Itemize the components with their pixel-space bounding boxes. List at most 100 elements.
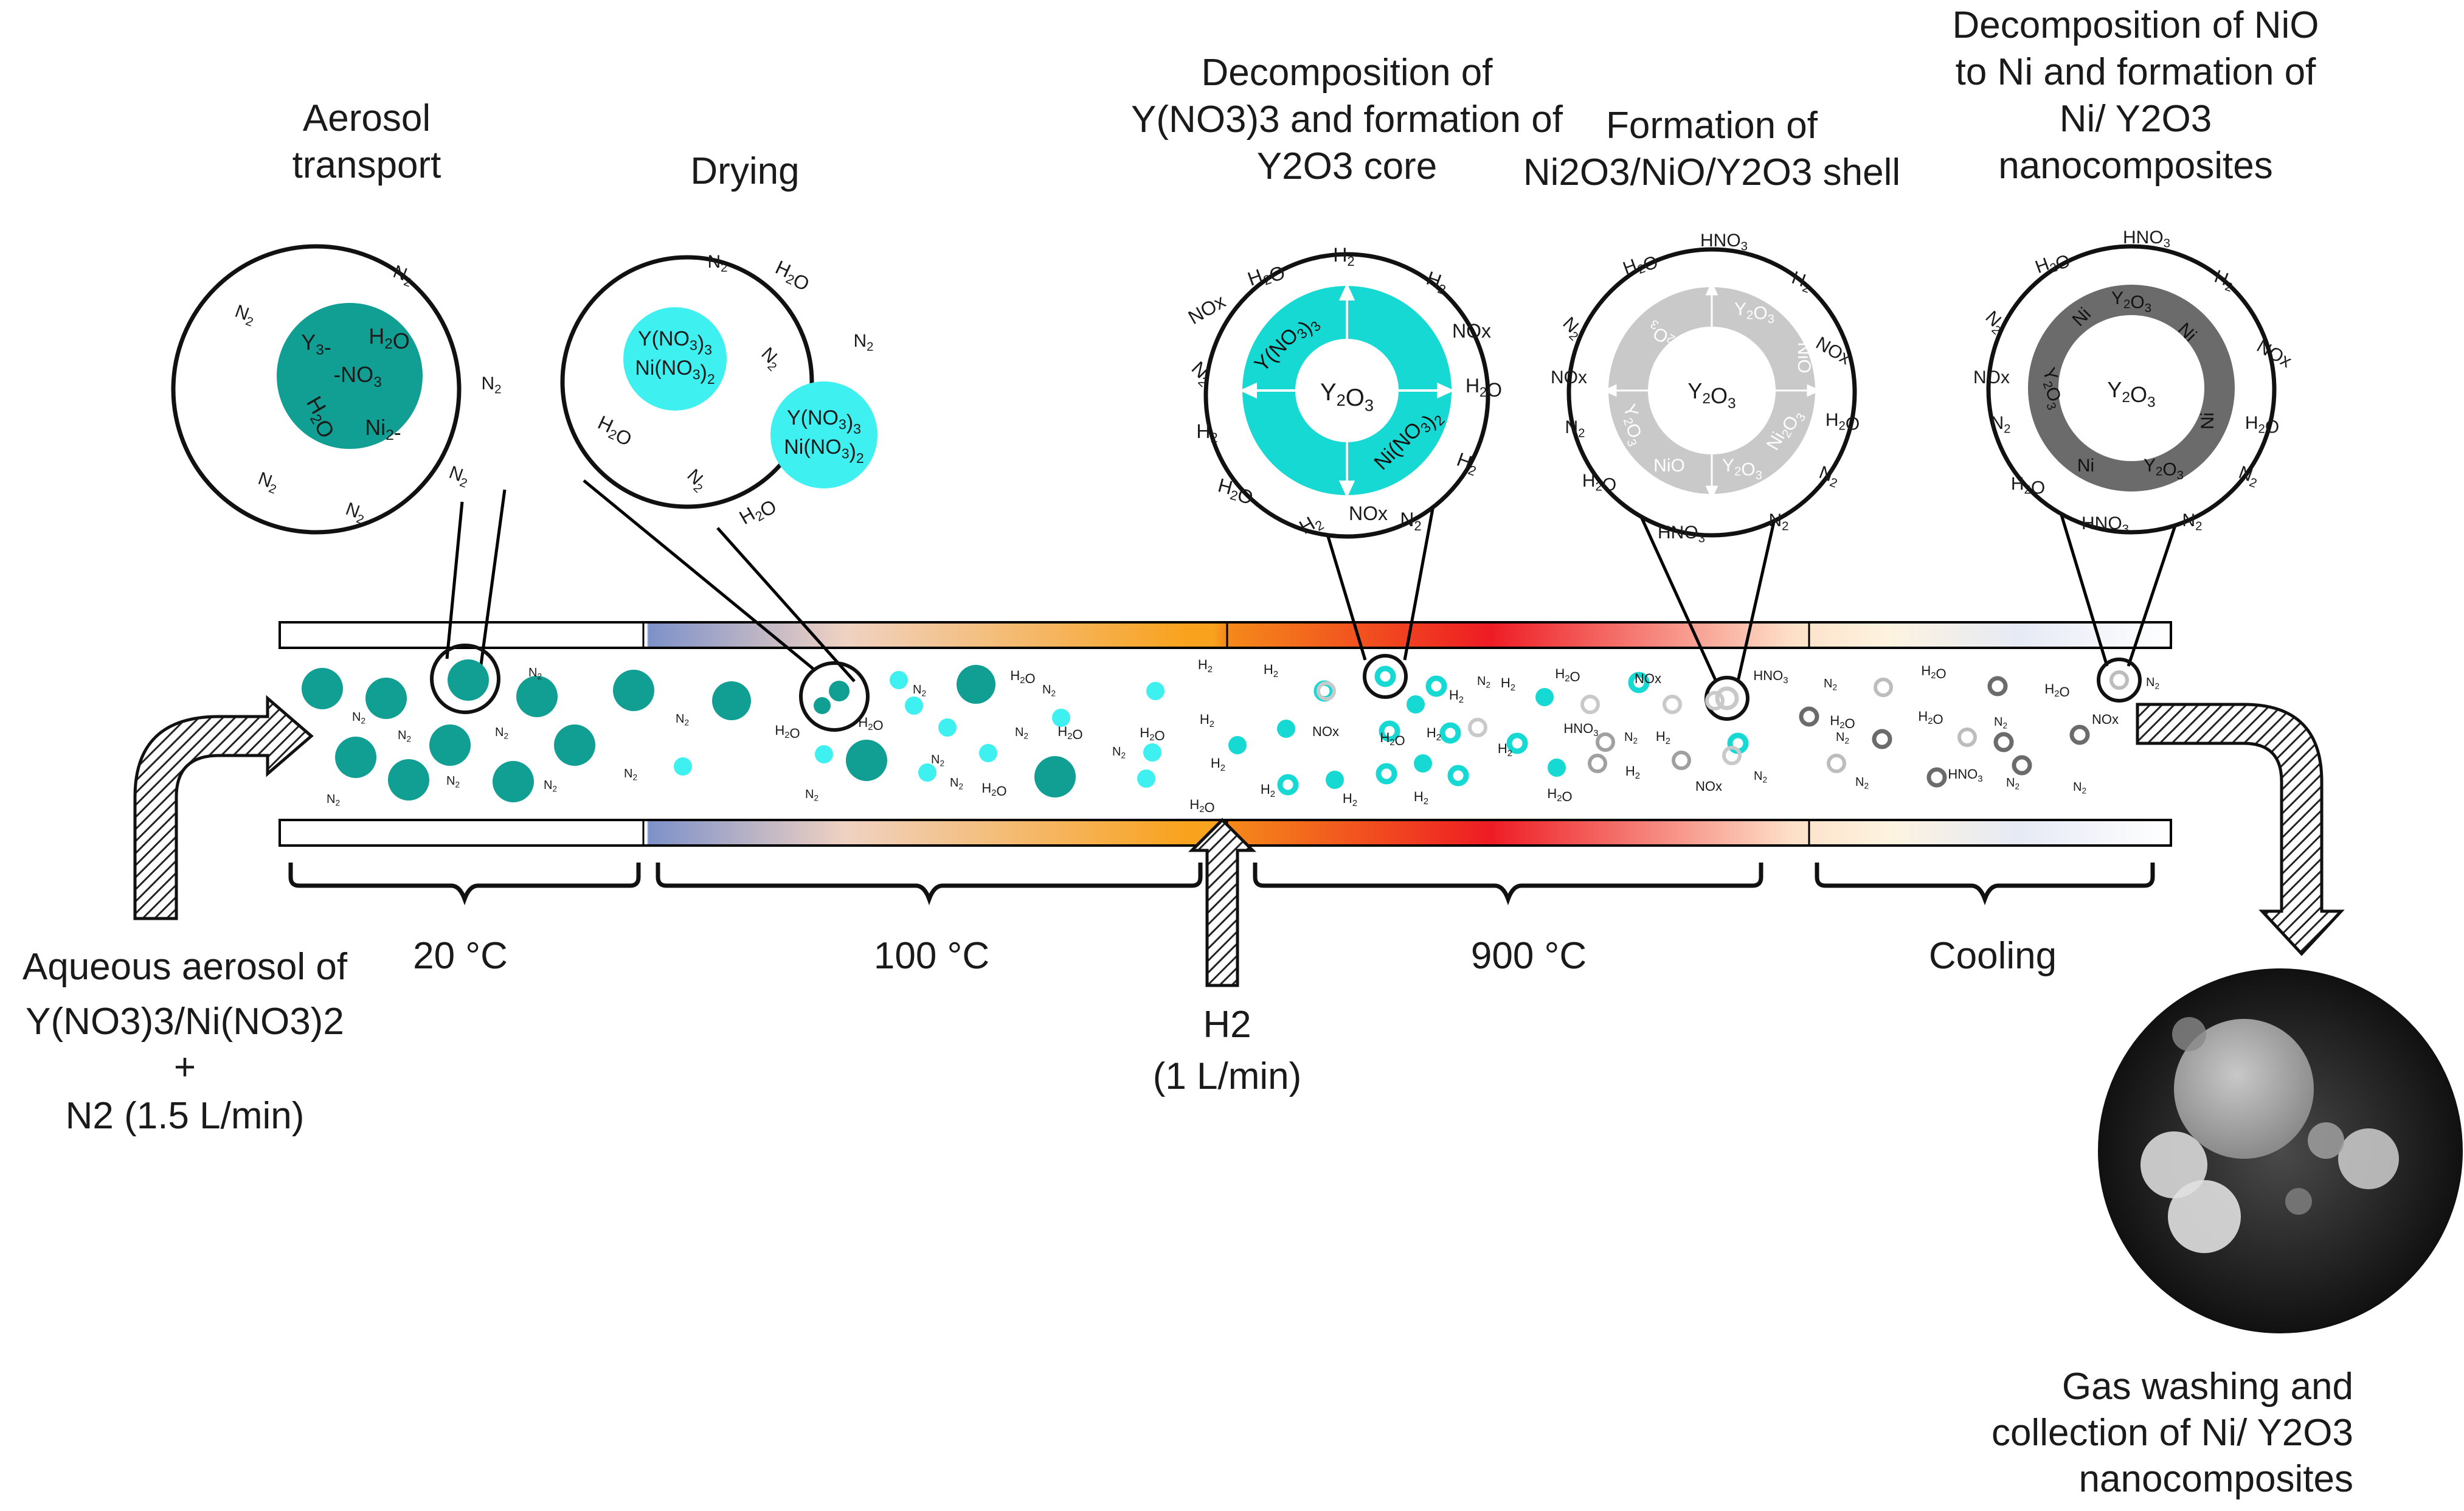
species-label: HNO3 xyxy=(2123,228,2170,251)
water-label: H2O xyxy=(369,324,410,353)
composite-particle xyxy=(1957,728,1977,747)
shell-particle xyxy=(1705,691,1725,710)
shell-particle xyxy=(1580,695,1600,714)
zoom-markers xyxy=(430,644,2142,732)
ion-label: Ni2- xyxy=(365,415,401,445)
species-label: NOx xyxy=(1312,724,1339,739)
species-label: N2 xyxy=(2006,776,2019,791)
species-label: N2 xyxy=(398,729,411,743)
species-label: H2O xyxy=(981,780,1006,799)
species-label: H2O xyxy=(1010,668,1035,686)
dried-particle xyxy=(918,763,936,782)
species-label: N2 xyxy=(853,331,873,354)
composite-particle xyxy=(2012,755,2032,776)
shell-expansion-arrows xyxy=(1602,281,1821,500)
species-label: H2 xyxy=(1264,662,1278,679)
species-label: Y2O3 xyxy=(2107,377,2155,411)
species-label: H2 xyxy=(1196,420,1217,445)
dried-particle xyxy=(1143,743,1161,762)
core-particle xyxy=(1414,754,1432,773)
stage5-title-3: Ni/ Y2O3 xyxy=(2060,98,2212,140)
aerosol-line-3: + xyxy=(174,1046,196,1088)
dried-particle xyxy=(1146,682,1165,700)
species-label: H2O xyxy=(735,492,780,532)
species-label: Y2O3 xyxy=(1687,378,1736,412)
shell-particle xyxy=(1468,718,1487,737)
species-label: Y(NO3)3 xyxy=(638,327,712,358)
species-label: N2 xyxy=(544,779,557,793)
aerosol-droplet xyxy=(846,740,887,781)
bubble-composite xyxy=(1986,244,2277,535)
core-shell-particle xyxy=(1376,763,1397,785)
composite-particle xyxy=(1872,729,1892,749)
species-label: H2 xyxy=(1625,763,1640,781)
h2-flow-label: (1 L/min) xyxy=(1153,1055,1302,1097)
species-label: H2O xyxy=(1918,709,1943,727)
species-label: Y2O3 xyxy=(1722,456,1762,482)
species-label: H2O xyxy=(1826,410,1860,434)
dried-particle xyxy=(1052,709,1070,727)
species-label: H2 xyxy=(1261,782,1275,799)
dried-particle xyxy=(1137,769,1155,788)
core-particle xyxy=(1326,771,1344,789)
species-label: NOx xyxy=(2092,712,2119,727)
species-label: N2 xyxy=(481,373,501,397)
core-expansion-arrows xyxy=(1239,283,1455,498)
species-label: NOx xyxy=(1695,779,1722,794)
species-label: H2O xyxy=(1555,666,1580,684)
species-label: H2 xyxy=(1427,725,1441,743)
aerosol-droplet xyxy=(712,681,751,720)
species-label: N2 xyxy=(1112,745,1126,760)
output-line-2: collection of Ni/ Y2O3 xyxy=(1992,1412,2353,1454)
core-particle xyxy=(1277,720,1295,738)
aerosol-droplet xyxy=(335,737,376,778)
shell-particle xyxy=(1672,751,1691,770)
bubble-aerosol xyxy=(171,244,462,535)
species-label: N2 xyxy=(495,726,508,740)
species-label: N2 xyxy=(2073,780,2086,795)
shell-particle xyxy=(1596,732,1615,752)
stage5-title-2: to Ni and formation of xyxy=(1956,51,2317,93)
stage5-title-1: Decomposition of NiO xyxy=(1952,4,2319,46)
shell-particle xyxy=(1722,746,1742,765)
core-shell-particle xyxy=(1374,665,1396,687)
h2-label: H2 xyxy=(1203,1004,1251,1046)
species-label: Ni xyxy=(2198,412,2218,429)
core-particle xyxy=(1407,695,1425,714)
species-label: N2 xyxy=(707,252,727,275)
core-shell-particle xyxy=(1277,774,1299,796)
dried-particle xyxy=(938,718,957,737)
aerosol-droplet xyxy=(1034,756,1076,797)
species-label: Y2O3 xyxy=(2111,288,2151,315)
species-label: N2 xyxy=(1994,715,2007,730)
species-label: N2 xyxy=(1400,509,1421,533)
core-shell-particle xyxy=(1425,675,1447,697)
sem-image xyxy=(2098,968,2463,1333)
aerosol-line-4: N2 (1.5 L/min) xyxy=(66,1095,305,1137)
species-label: HNO3 xyxy=(1700,231,1748,254)
species-label: NiO xyxy=(1653,456,1685,476)
species-label: N2 xyxy=(1836,731,1849,745)
aerosol-droplet xyxy=(429,724,471,766)
aerosol-droplet xyxy=(365,678,407,719)
species-label: H2 xyxy=(1333,244,1354,269)
core-shell-particle xyxy=(1628,672,1650,693)
dried-particle xyxy=(979,744,997,762)
aerosol-droplet xyxy=(493,761,534,802)
species-label: N2 xyxy=(624,767,637,782)
species-label: HNO3 xyxy=(1658,523,1705,546)
species-label: H2O xyxy=(2044,681,2069,700)
stage3-title-1: Decomposition of xyxy=(1201,52,1493,94)
composite-particle xyxy=(2069,724,2090,745)
aerosol-droplet xyxy=(957,665,995,704)
species-label: N2 xyxy=(1015,726,1028,740)
dried-particle xyxy=(815,745,833,763)
species-label: H2O xyxy=(1140,725,1165,743)
outlet-arrow xyxy=(2136,703,2345,956)
shell-particle xyxy=(1317,681,1336,701)
tube-particles xyxy=(302,659,2129,802)
shell-particle xyxy=(1715,686,1739,710)
aerosol-line-1: Aqueous aerosol of xyxy=(22,946,348,988)
species-label: H2O xyxy=(2011,474,2045,498)
